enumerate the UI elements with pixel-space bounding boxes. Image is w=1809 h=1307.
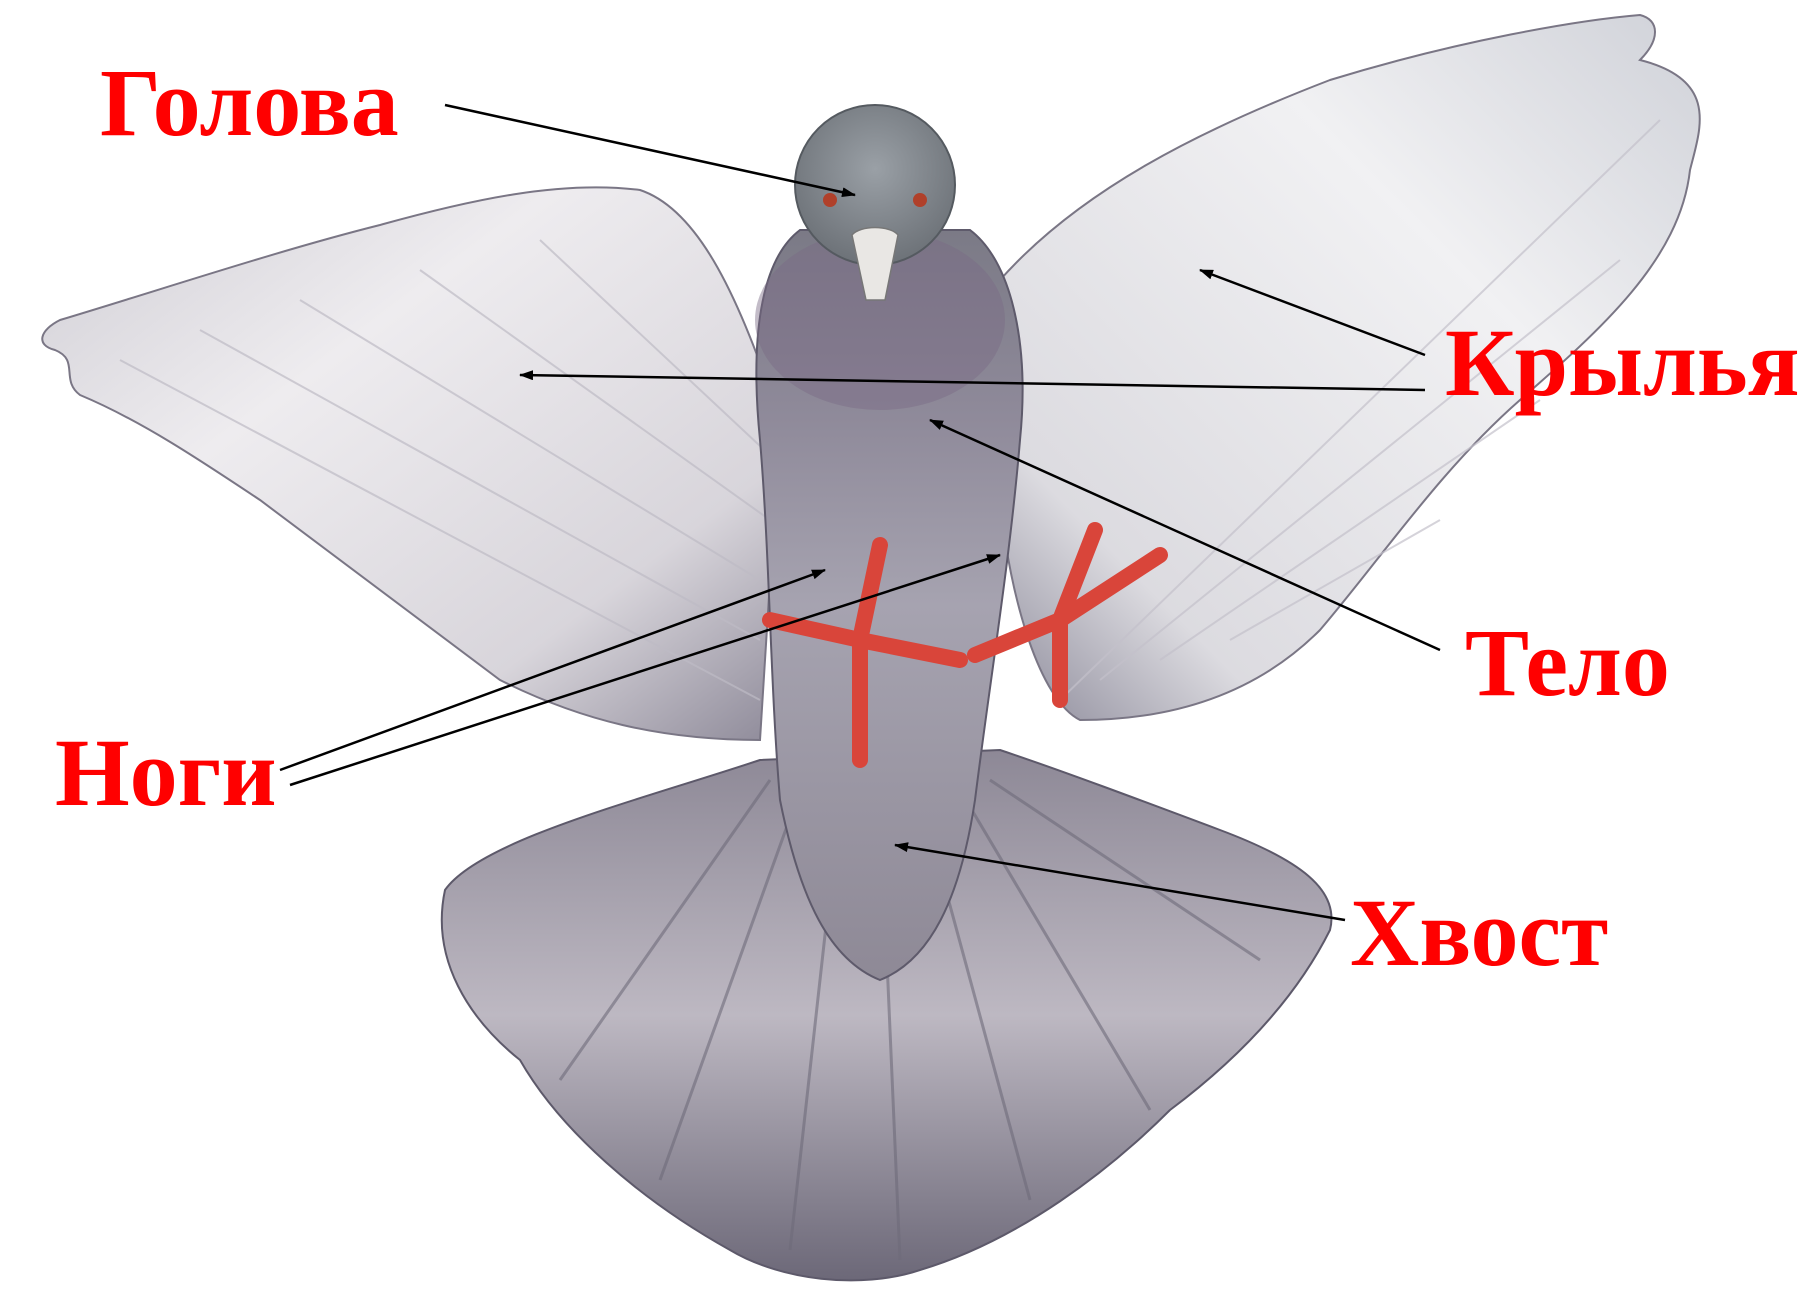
label-tail: Хвост — [1350, 885, 1608, 981]
label-wings: Крылья — [1445, 315, 1800, 411]
label-head: Голова — [100, 55, 399, 151]
arrow-head — [445, 105, 855, 195]
left-wing-shape — [42, 187, 780, 740]
label-legs: Ноги — [55, 725, 277, 821]
label-body: Тело — [1465, 615, 1670, 711]
